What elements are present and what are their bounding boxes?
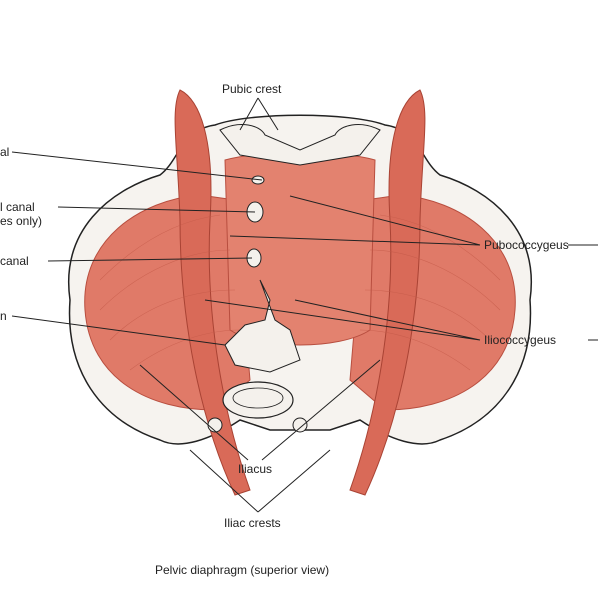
left-sacroiliac (207, 417, 223, 433)
muscle-fibers (99, 214, 501, 371)
label-iliococcygeus: Iliococcygeus (484, 333, 557, 347)
left-iliacus (174, 89, 251, 496)
label-iliacus: Iliacus (238, 462, 273, 476)
coccyx (224, 279, 301, 373)
levator-ani-center (224, 152, 376, 346)
label-left-3: canal (0, 254, 29, 268)
caption: Pelvic diaphragm (superior view) (155, 563, 330, 577)
label-pubic-crest: Pubic crest (222, 82, 282, 96)
label-left-2a: l canal (0, 200, 35, 214)
label-left-2b: es only) (0, 214, 43, 228)
pubic-symphysis (219, 124, 381, 166)
label-iliac-crests: Iliac crests (224, 516, 281, 530)
label-left-1: al (0, 145, 10, 159)
right-iliacus (349, 89, 426, 496)
label-pubococcygeus: Pubococcygeus (484, 238, 569, 252)
right-sacroiliac (292, 417, 308, 433)
label-left-4: n (0, 309, 7, 323)
leader-lines (11, 97, 598, 513)
